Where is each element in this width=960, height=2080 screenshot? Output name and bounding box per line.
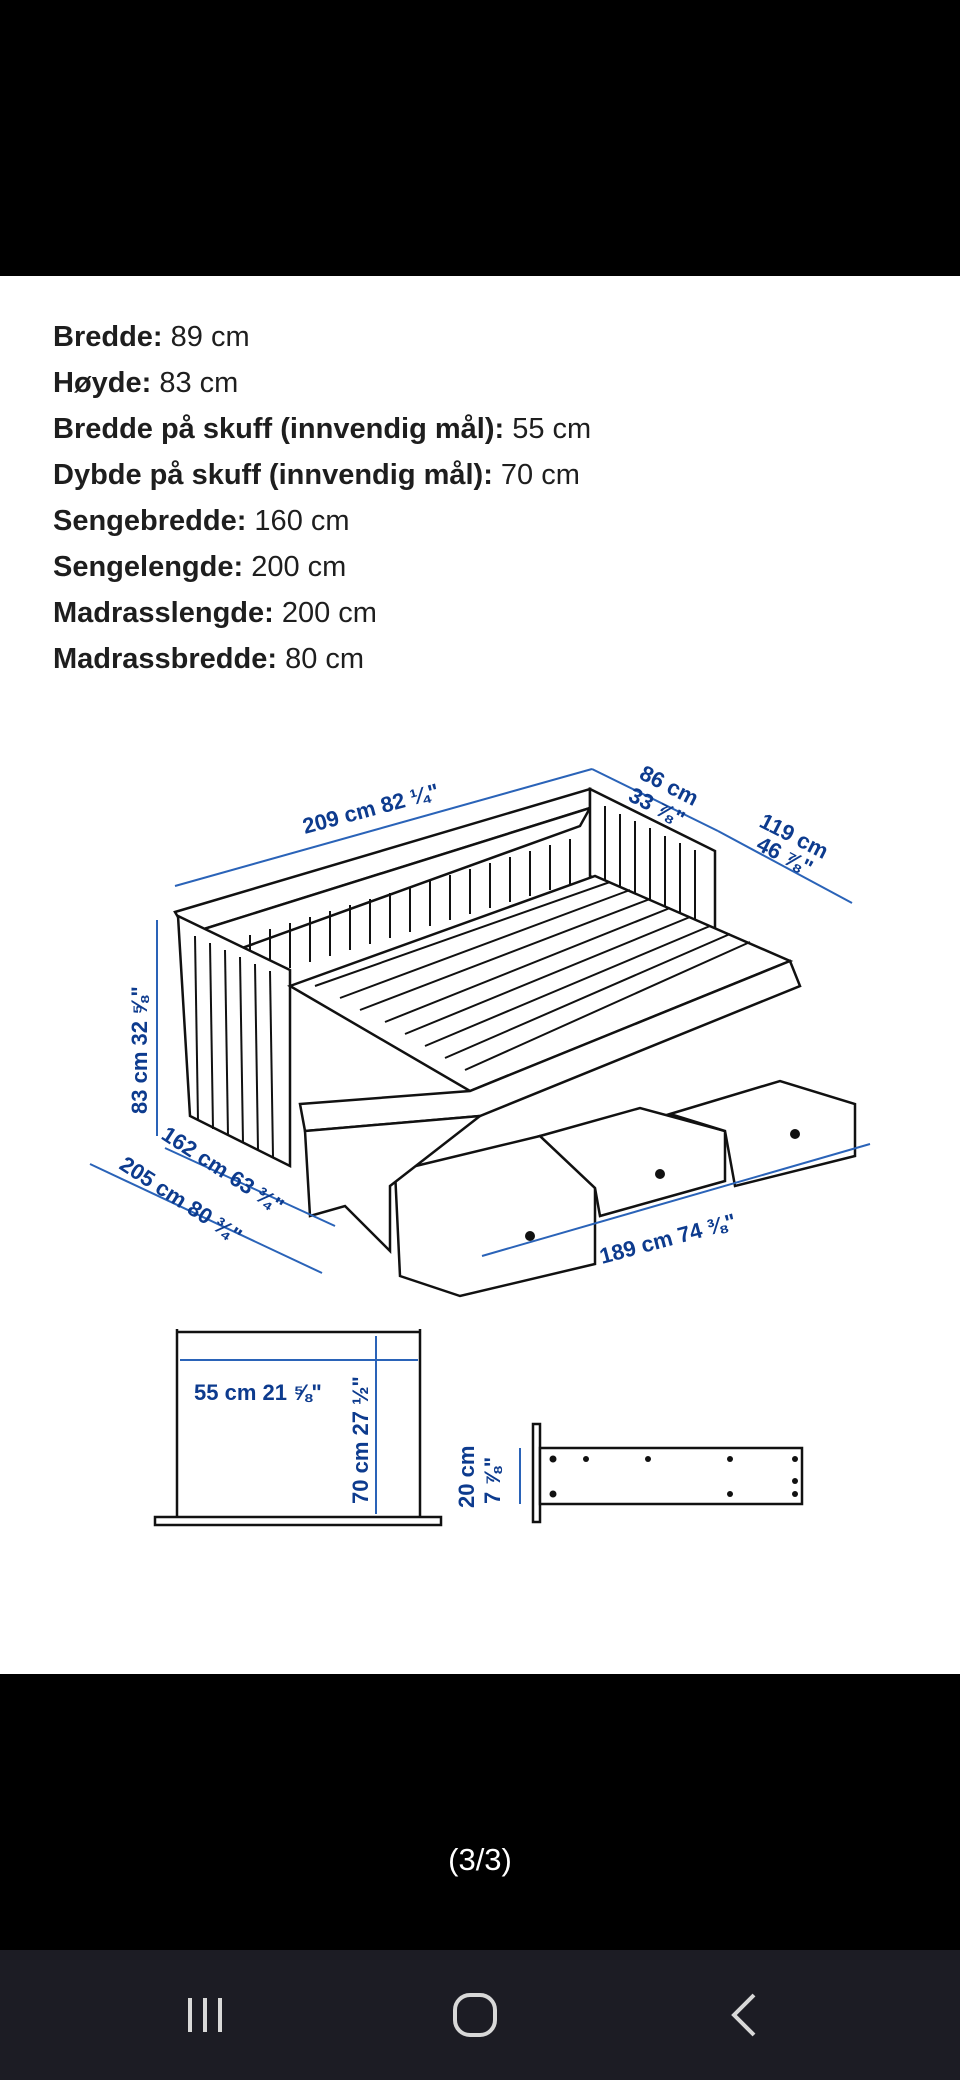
spec-row: Høyde: 83 cm: [53, 360, 591, 406]
drawer-height-in-label: 7 ⅞": [480, 1457, 505, 1504]
spec-row: Madrassbredde: 80 cm: [53, 636, 591, 682]
spec-row: Bredde på skuff (innvendig mål): 55 cm: [53, 406, 591, 452]
dimension-lines: [89, 768, 871, 1274]
home-icon: [453, 1993, 497, 2037]
drawer-side-view: 20 cm 7 ⅞": [454, 1422, 804, 1524]
recent-apps-button[interactable]: [160, 1980, 250, 2050]
spec-row: Madrasslengde: 200 cm: [53, 590, 591, 636]
spec-value: 83 cm: [151, 367, 239, 399]
spec-label: Sengelengde:: [53, 551, 244, 583]
status-area: [0, 0, 960, 276]
home-button[interactable]: [430, 1980, 520, 2050]
spec-label: Madrasslengde:: [53, 597, 274, 629]
spec-label: Dybde på skuff (innvendig mål):: [53, 459, 493, 491]
spec-row: Bredde: 89 cm: [53, 314, 591, 360]
spec-value: 70 cm: [492, 459, 580, 491]
spec-label: Bredde:: [53, 321, 163, 353]
spec-row: Sengelengde: 200 cm: [53, 544, 591, 590]
drawer-depth-label: 70 cm 27 ½": [348, 1376, 373, 1504]
spec-value: 200 cm: [243, 551, 347, 583]
spec-label: Sengebredde:: [53, 505, 247, 537]
spec-label: Madrassbredde:: [53, 643, 278, 675]
drawer-width-label: 55 cm 21 ⅝": [194, 1380, 322, 1405]
recent-apps-icon: [188, 1998, 222, 2032]
spec-row: Sengebredde: 160 cm: [53, 498, 591, 544]
daybed-dimension-diagram: 209 cm 82 ¼" 86 cm 33 ⅞" 119 cm 46 ⅞" 83…: [89, 760, 871, 1527]
drawer-height-cm-label: 20 cm: [454, 1446, 479, 1508]
system-nav-bar: [0, 1950, 960, 2080]
spec-value: 55 cm: [504, 413, 592, 445]
spec-value: 160 cm: [246, 505, 350, 537]
spec-label: Bredde på skuff (innvendig mål):: [53, 413, 505, 445]
dim-height-label: 83 cm 32 ⅝": [127, 986, 152, 1114]
drawer-top-view: 55 cm 21 ⅝" 70 cm 27 ½": [153, 1329, 443, 1527]
spec-list: Bredde: 89 cm Høyde: 83 cm Bredde på sku…: [53, 314, 591, 682]
dim-length-label: 209 cm 82 ¼": [300, 778, 442, 838]
product-image-panel[interactable]: Bredde: 89 cm Høyde: 83 cm Bredde på sku…: [0, 276, 960, 1674]
image-counter: (3/3): [448, 1842, 512, 1877]
back-icon: [731, 1993, 756, 2037]
spec-value: 200 cm: [273, 597, 377, 629]
spec-label: Høyde:: [53, 367, 152, 399]
spec-row: Dybde på skuff (innvendig mål): 70 cm: [53, 452, 591, 498]
daybed-drawing: [173, 786, 857, 1298]
spec-value: 80 cm: [277, 643, 365, 675]
back-button[interactable]: [700, 1980, 790, 2050]
spec-value: 89 cm: [162, 321, 250, 353]
